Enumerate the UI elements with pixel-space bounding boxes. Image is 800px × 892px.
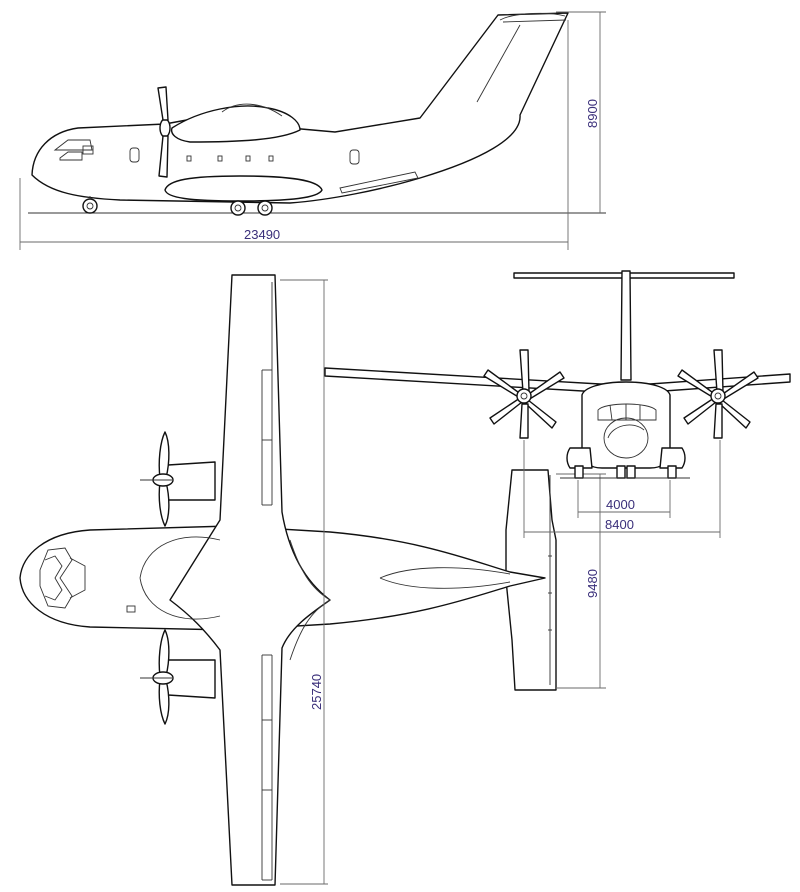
overall-height-label: 8900 [585,99,600,128]
wingspan-label: 25740 [309,674,324,710]
top-cockpit-glazing [39,547,86,609]
front-fin [620,270,632,381]
side-wheels [82,196,273,216]
side-window [349,149,360,165]
gear-track-dimension: 4000 [577,480,671,518]
top-propeller-left [140,431,174,527]
front-propeller-left [483,349,565,439]
side-engine-nacelle [170,105,301,143]
side-propeller [157,86,171,178]
tailplane-span-label: 9480 [585,569,600,598]
side-fuselage [31,12,569,204]
propeller-track-dimension: 8400 [523,440,721,538]
top-sponson [139,536,221,620]
top-wing [169,274,331,886]
side-gear-fairing [164,175,323,202]
top-propeller-right [140,629,174,725]
gear-track-label: 4000 [606,497,635,512]
side-view: 23490 8900 [19,11,606,250]
overall-length-label: 23490 [244,227,280,242]
front-nose-radome [603,417,649,459]
side-window [129,147,140,163]
front-view: 4000 8400 [324,270,791,538]
length-dimension: 23490 [19,20,569,250]
wingspan-dimension: 25740 [280,279,328,885]
tailplane-span-dimension: 9480 [556,473,606,689]
side-cockpit-windows [53,139,94,161]
top-view: 25740 9480 [19,274,606,886]
propeller-track-label: 8400 [605,517,634,532]
front-propeller-right [677,349,759,439]
height-dimension: 8900 [556,11,606,213]
top-wing-control-surfaces [261,282,331,881]
